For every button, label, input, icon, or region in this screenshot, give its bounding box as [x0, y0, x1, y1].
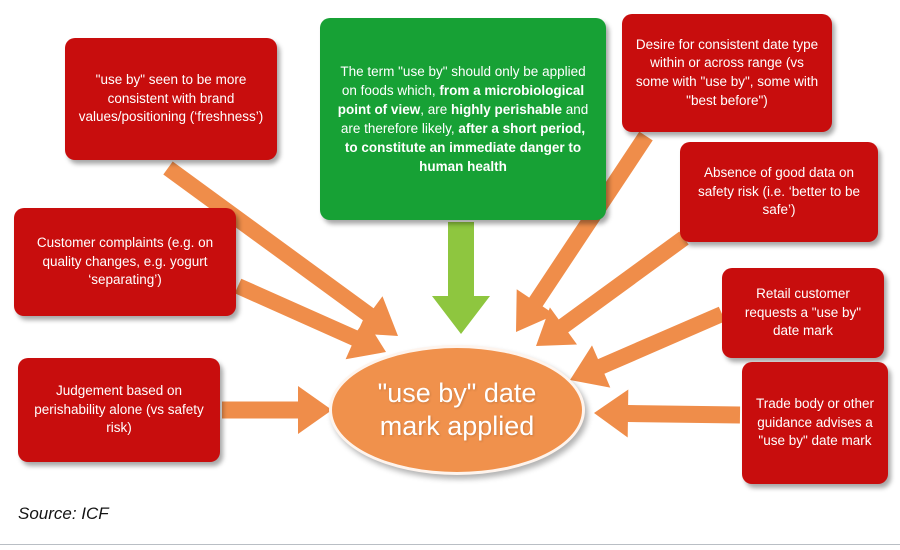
cause-box-customer-complaints: Customer complaints (e.g. on quality cha…	[14, 208, 236, 316]
arrow-absence-of-data	[536, 231, 689, 346]
definition-box: The term "use by" should only be applied…	[320, 18, 606, 220]
arrow-customer-complaints	[234, 278, 386, 360]
cause-box-judgement-perishability: Judgement based on perishability alone (…	[18, 358, 220, 462]
cause-box-absence-of-data: Absence of good data on safety risk (i.e…	[680, 142, 878, 242]
source-caption: Source: ICF	[18, 504, 109, 523]
definition-text: The term "use by" should only be applied…	[337, 63, 589, 175]
cause-box-consistent-date-type: Desire for consistent date type within o…	[622, 14, 832, 132]
cause-box-brand-values: "use by" seen to be more consistent with…	[65, 38, 277, 160]
cause-box-retail-customer: Retail customer requests a "use by" date…	[722, 268, 884, 358]
cause-box-trade-body: Trade body or other guidance advises a "…	[742, 362, 888, 484]
arrow-retail-customer	[570, 306, 726, 388]
bottom-divider	[0, 544, 900, 545]
arrow-trade-body	[594, 389, 741, 438]
central-ellipse-use-by-date-mark: "use by" date mark applied	[329, 345, 585, 475]
arrow-definition	[432, 222, 490, 334]
arrow-judgement-perishability	[222, 386, 332, 434]
